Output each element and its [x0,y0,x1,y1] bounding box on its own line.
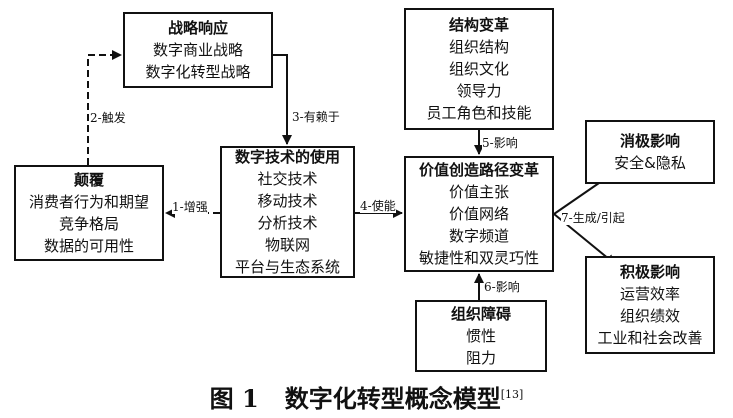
edge-3-label: 3-有赖于 [292,110,340,124]
disruption-item: 数据的可用性 [43,237,134,255]
edge-6-label: 6-影响 [484,280,520,294]
disruption-item: 竞争格局 [58,215,119,233]
edge-3-arrow [273,54,292,145]
strategy-item: 数字商业战略 [152,41,243,59]
tech-usage-item: 移动技术 [257,192,318,210]
organizational-barrier-box: 组织障碍 惯性 阻力 [415,300,547,372]
negative-impact-item: 安全&隐私 [614,154,686,172]
value-creation-title: 价值创造路径变革 [418,161,539,179]
structural-change-item: 领导力 [456,82,502,100]
tech-usage-box: 数字技术的使用 社交技术 移动技术 分析技术 物联网 平台与生态系统 [220,146,355,278]
strategy-title: 战略响应 [167,19,228,37]
structural-change-item: 组织文化 [448,60,509,78]
organizational-barrier-item: 惯性 [465,327,496,345]
value-creation-item: 价值主张 [448,183,509,201]
structural-change-item: 员工角色和技能 [426,104,532,122]
structural-change-box: 结构变革 组织结构 组织文化 领导力 员工角色和技能 [404,8,554,130]
edge-2-label: 2-触发 [90,111,126,125]
value-creation-item: 价值网络 [448,205,509,223]
organizational-barrier-title: 组织障碍 [450,305,511,323]
tech-usage-title: 数字技术的使用 [234,148,340,166]
structural-change-title: 结构变革 [448,16,509,34]
value-creation-item: 敏捷性和双灵巧性 [418,249,539,267]
tech-usage-item: 社交技术 [257,170,318,188]
edge-1-label: 1-增强 [172,200,208,214]
positive-impact-title: 积极影响 [619,263,680,281]
tech-usage-item: 分析技术 [257,214,318,232]
tech-usage-item: 平台与生态系统 [234,258,340,276]
positive-impact-box: 积极影响 运营效率 组织绩效 工业和社会改善 [585,256,715,354]
edge-2-arrow [87,50,122,165]
positive-impact-item: 工业和社会改善 [597,329,703,347]
disruption-title: 颠覆 [73,171,104,189]
edge-7-label: 7-生成/引起 [561,211,625,225]
value-creation-item: 数字频道 [448,227,509,245]
disruption-box: 颠覆 消费者行为和期望 竞争格局 数据的可用性 [14,165,164,261]
negative-impact-box: 消极影响 安全&隐私 [585,120,715,184]
structural-change-item: 组织结构 [448,38,509,56]
figure-number: 图 1 [209,384,259,413]
positive-impact-item: 组织绩效 [619,307,680,325]
figure-reference: [13] [500,388,524,401]
organizational-barrier-item: 阻力 [465,349,496,367]
tech-usage-item: 物联网 [264,236,310,254]
figure-caption: 图 1 数字化转型概念模型[13] [0,379,733,415]
disruption-item: 消费者行为和期望 [28,193,149,211]
strategy-box: 战略响应 数字商业战略 数字化转型战略 [123,12,273,88]
figure-title: 数字化转型概念模型 [284,384,501,413]
positive-impact-item: 运营效率 [619,285,680,303]
edge-4-label: 4-使能 [360,199,396,213]
edge-5-label: 5-影响 [482,136,518,150]
strategy-item: 数字化转型战略 [145,63,251,81]
negative-impact-title: 消极影响 [619,132,680,150]
value-creation-box: 价值创造路径变革 价值主张 价值网络 数字频道 敏捷性和双灵巧性 [404,156,554,272]
